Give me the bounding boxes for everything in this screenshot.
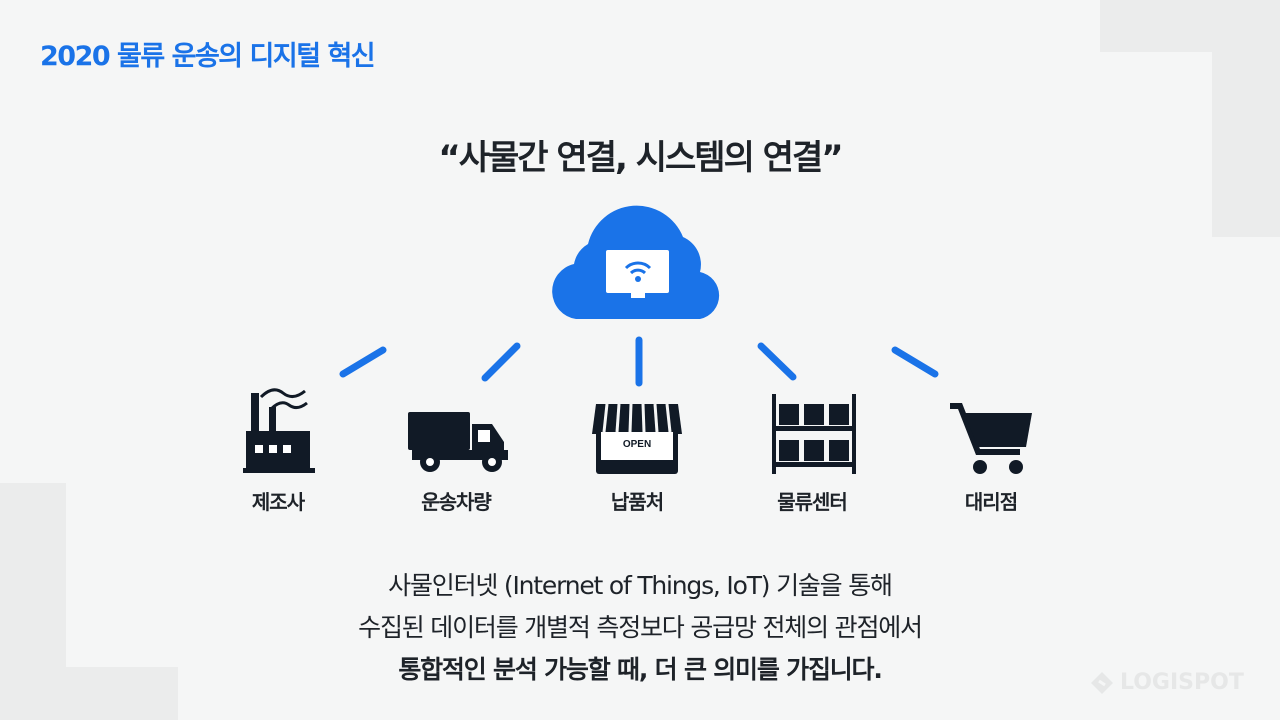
shopping-cart-icon [950, 403, 1032, 474]
truck-icon [408, 412, 508, 472]
logo-diamond-icon [1091, 671, 1113, 694]
node-label-manufacturer: 제조사 [251, 490, 305, 514]
description-line: 수집된 데이터를 개별적 측정보다 공급망 전체의 관점에서 [358, 613, 923, 642]
node-label-vehicle: 운송차량 [421, 490, 492, 514]
node-label-delivery: 납품처 [610, 490, 664, 514]
connector-line [757, 342, 797, 381]
quote-heading: “사물간 연결, 시스템의 연결” [438, 138, 843, 178]
brand-name: LOGISPOT [1120, 670, 1244, 695]
factory-icon [243, 388, 315, 473]
warehouse-shelf-icon [772, 394, 856, 474]
brand-logo: LOGISPOT [1090, 670, 1244, 695]
store-icon: OPEN [592, 404, 682, 474]
connector-line [339, 346, 387, 378]
decor-block [1212, 52, 1280, 237]
cloud-monitor-wifi-icon [552, 205, 720, 319]
decor-block [0, 483, 66, 720]
description-line: 사물인터넷 (Internet of Things, IoT) 기술을 통해 [388, 571, 893, 600]
connector-line [481, 342, 521, 382]
svg-text:OPEN: OPEN [623, 439, 651, 450]
description-emphasis: 통합적인 분석 가능할 때, 더 큰 의미를 가집니다. [398, 655, 883, 684]
decor-block [1100, 0, 1280, 52]
node-label-logistics-center: 물류센터 [777, 490, 848, 514]
node-label-agency: 대리점 [964, 490, 1018, 514]
page-title: 2020 물류 운송의 디지털 혁신 [40, 41, 376, 72]
connector-line [891, 346, 939, 378]
decor-block [66, 667, 178, 720]
